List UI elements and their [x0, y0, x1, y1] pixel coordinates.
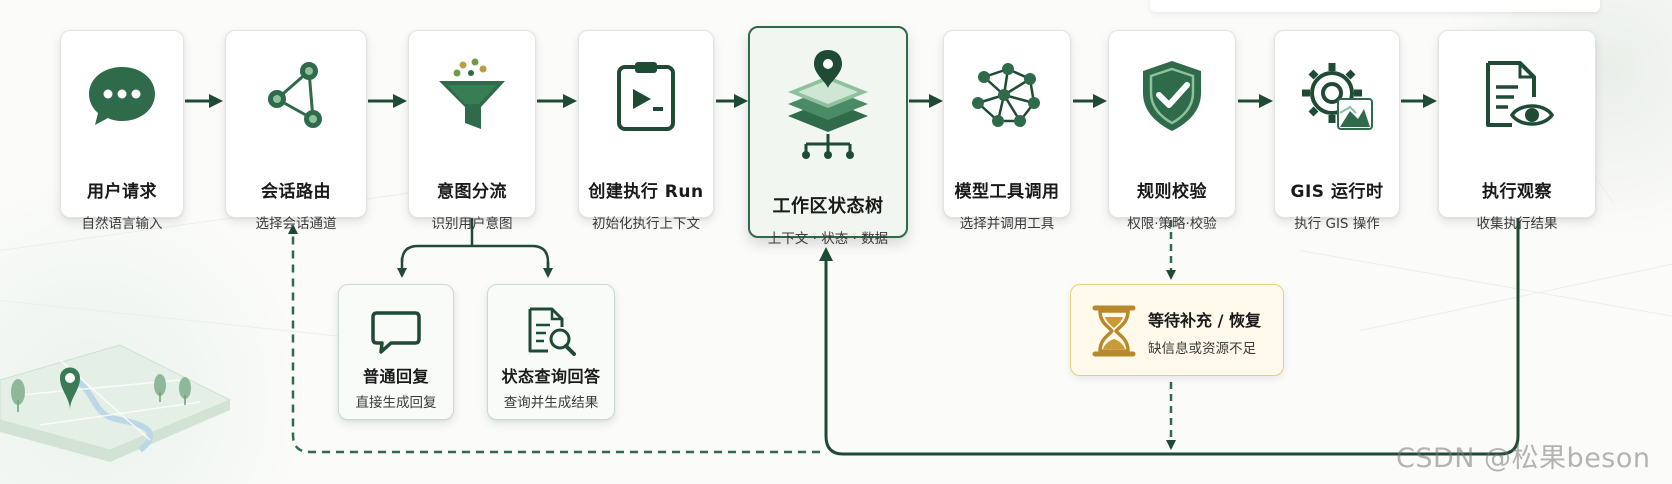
- shield-check-icon: [1143, 61, 1201, 131]
- node-wait-resume: 等待补充 / 恢复 缺信息或资源不足: [1070, 284, 1284, 376]
- gear-map-icon: [1302, 63, 1373, 130]
- node-workspace-tree: 工作区状态树 上下文 · 状态 · 数据: [748, 26, 908, 247]
- node-title: 模型工具调用: [954, 182, 1060, 202]
- share-network-icon: [268, 62, 322, 128]
- node-intent-split: 意图分流 识别用户意图: [408, 30, 536, 232]
- node-state-query: 状态查询回答 查询并生成结果: [487, 284, 615, 420]
- node-title: 普通回复: [362, 367, 429, 386]
- node-subtitle: 执行 GIS 操作: [1294, 216, 1380, 232]
- node-subtitle: 收集执行结果: [1476, 216, 1558, 232]
- node-subtitle: 权限·策略·校验: [1127, 216, 1217, 232]
- node-user-request: 用户请求 自然语言输入: [60, 30, 184, 232]
- loop-observe-to-tree: [819, 218, 1520, 456]
- node-create-run: 创建执行 Run 初始化执行上下文: [578, 30, 714, 232]
- node-title: 工作区状态树: [772, 196, 884, 217]
- node-subtitle: 识别用户意图: [431, 216, 513, 232]
- node-subtitle: 选择并调用工具: [959, 216, 1055, 232]
- node-title: 等待补充 / 恢复: [1148, 311, 1261, 330]
- node-title: 状态查询回答: [501, 367, 601, 386]
- node-subtitle: 缺信息或资源不足: [1148, 341, 1256, 357]
- speech-bubble-icon: [371, 311, 421, 354]
- node-subtitle: 初始化执行上下文: [592, 216, 700, 232]
- background-card: [1150, 0, 1600, 12]
- node-subtitle: 直接生成回复: [355, 395, 437, 411]
- network-graph-icon: [972, 63, 1040, 127]
- node-observe: 执行观察 收集执行结果: [1438, 30, 1596, 232]
- watermark-text: CSDN @松果beson: [1396, 443, 1651, 474]
- clipboard-play-icon: [617, 62, 675, 131]
- hourglass-icon: [1092, 305, 1136, 357]
- node-title: 用户请求: [87, 182, 157, 202]
- node-title: 意图分流: [437, 182, 507, 202]
- node-gis-runtime: GIS 运行时 执行 GIS 操作: [1274, 30, 1400, 232]
- node-model-tool: 模型工具调用 选择并调用工具: [943, 30, 1071, 232]
- node-subtitle: 自然语言输入: [81, 216, 163, 232]
- node-normal-reply: 普通回复 直接生成回复: [338, 284, 454, 420]
- node-title: GIS 运行时: [1290, 182, 1384, 202]
- node-title: 执行观察: [1482, 182, 1552, 202]
- document-eye-icon: [1486, 61, 1555, 127]
- node-subtitle: 查询并生成结果: [503, 395, 599, 411]
- dashed-return-route: [288, 224, 820, 454]
- document-search-icon: [528, 307, 576, 356]
- map-decoration-icon: [0, 344, 232, 462]
- chat-bubble-icon: [89, 67, 155, 125]
- node-subtitle: 上下文 · 状态 · 数据: [767, 231, 889, 247]
- node-title: 创建执行 Run: [588, 182, 704, 202]
- node-title: 规则校验: [1137, 182, 1207, 202]
- node-rule-check: 规则校验 权限·策略·校验: [1108, 30, 1236, 232]
- node-subtitle: 选择会话通道: [255, 216, 337, 232]
- node-session-route: 会话路由 选择会话通道: [225, 30, 367, 232]
- layers-pin-tree-icon: [788, 50, 868, 159]
- node-title: 会话路由: [261, 182, 331, 202]
- funnel-icon: [439, 58, 505, 129]
